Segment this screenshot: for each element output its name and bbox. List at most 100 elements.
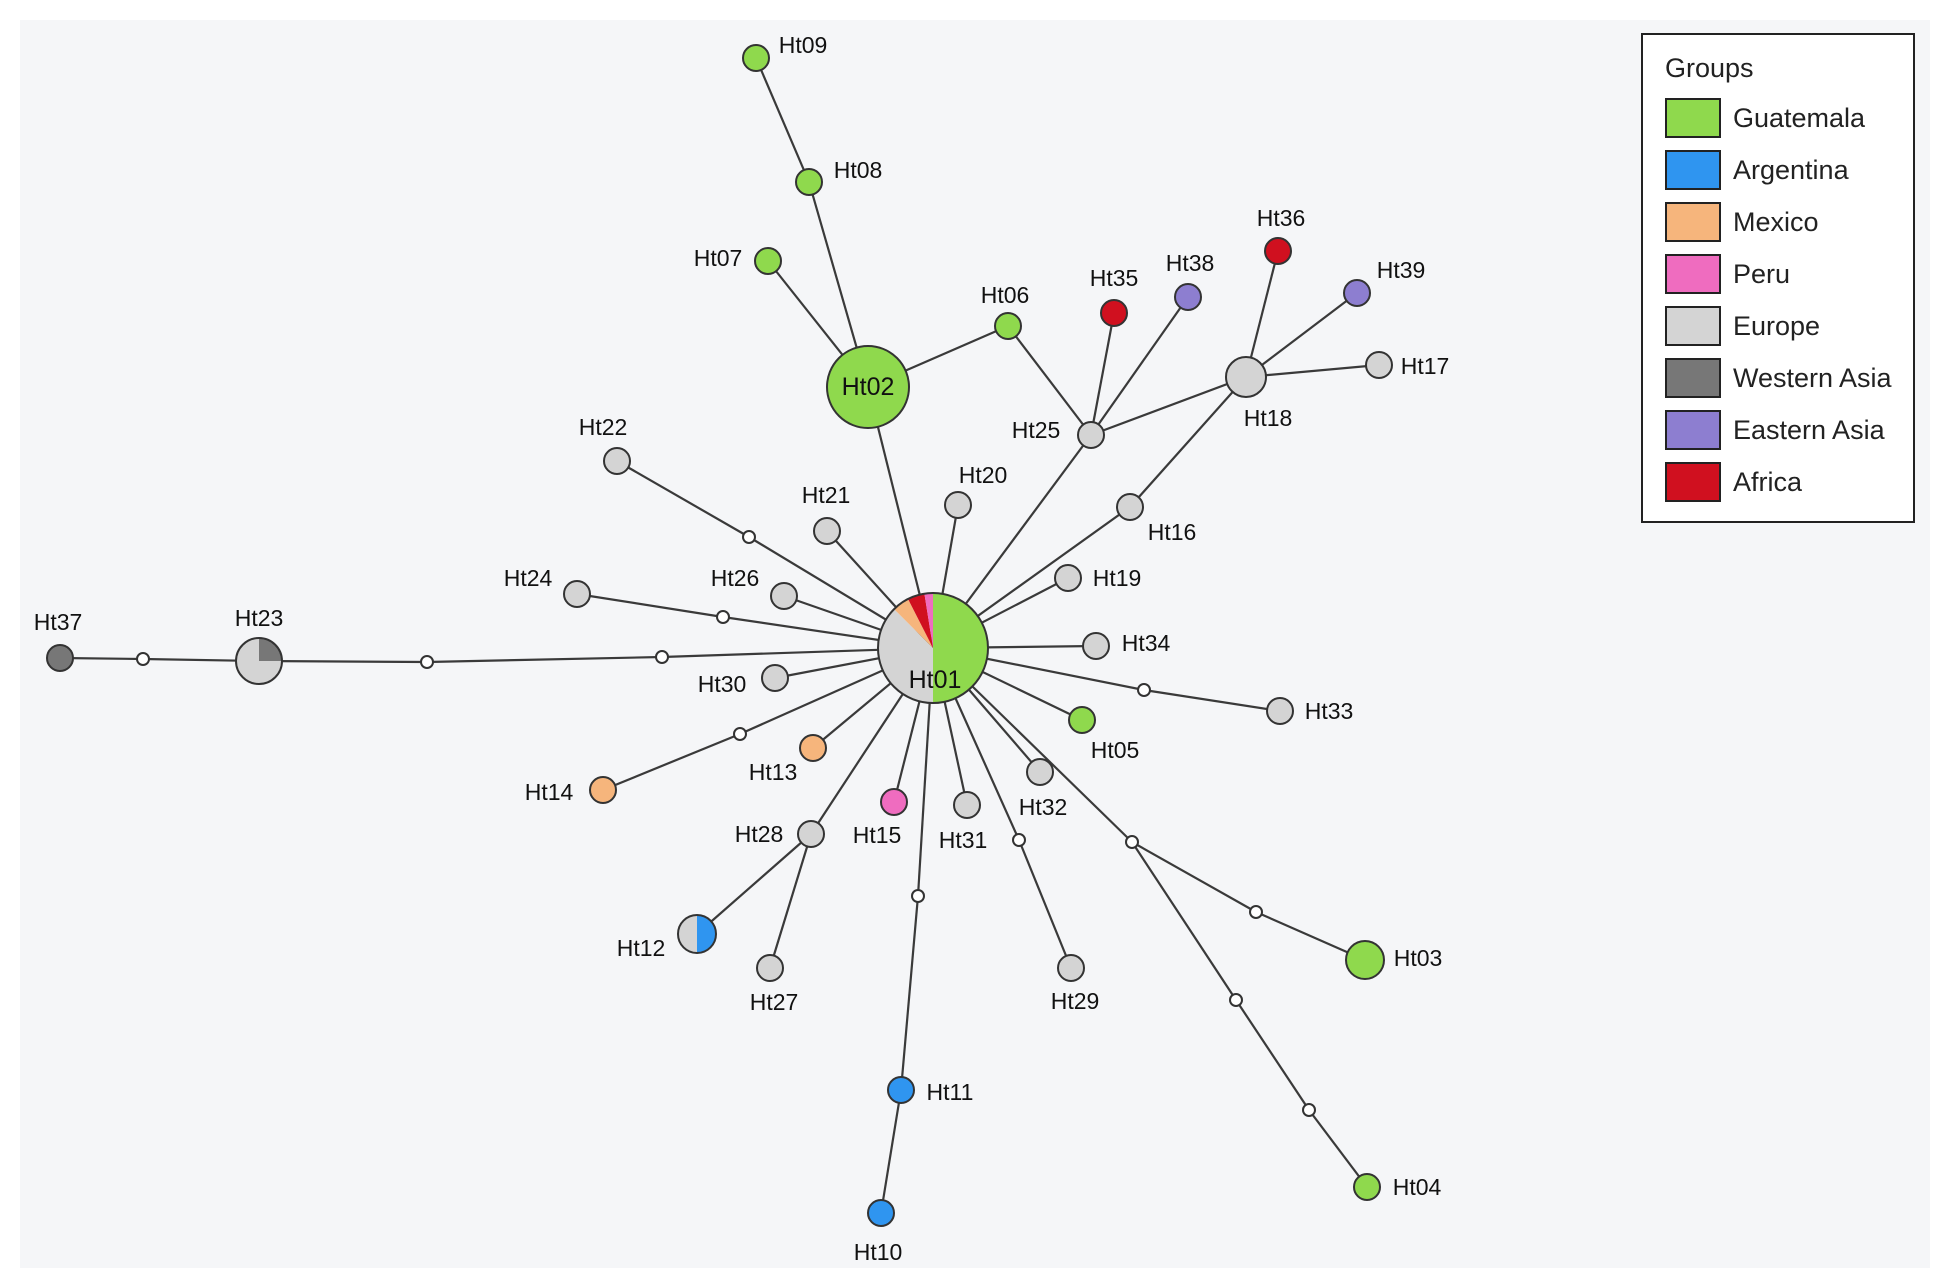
network-link xyxy=(1245,292,1358,378)
node-outline xyxy=(742,44,770,72)
node-outline xyxy=(677,914,717,954)
node-outline xyxy=(944,491,972,519)
node-outline xyxy=(1345,940,1385,980)
haplotype-node-ht03 xyxy=(1345,940,1385,980)
median-vector-node xyxy=(1229,993,1243,1007)
legend-label-western-asia: Western Asia xyxy=(1733,362,1892,393)
haplotype-node-ht39 xyxy=(1343,279,1371,307)
haplotype-label-ht26: Ht26 xyxy=(711,565,760,591)
network-link xyxy=(426,655,663,664)
haplotype-label-ht38: Ht38 xyxy=(1166,250,1215,276)
network-link xyxy=(1089,312,1116,436)
haplotype-label-ht12: Ht12 xyxy=(617,935,666,961)
median-vector-node xyxy=(1249,905,1263,919)
haplotype-label-ht01: Ht01 xyxy=(909,666,962,694)
haplotype-node-ht17 xyxy=(1365,351,1393,379)
legend-label-argentina: Argentina xyxy=(1733,154,1849,185)
node-outline xyxy=(603,447,631,475)
legend-label-africa: Africa xyxy=(1733,466,1803,497)
legend-item-eastern-asia: Eastern Asia xyxy=(1665,409,1885,451)
haplotype-label-ht29: Ht29 xyxy=(1051,988,1100,1014)
network-link xyxy=(1090,375,1247,437)
node-outline xyxy=(1174,283,1202,311)
network-link xyxy=(616,460,750,538)
network-link xyxy=(1129,376,1247,508)
legend-item-western-asia: Western Asia xyxy=(1665,357,1892,399)
haplotype-label-ht36: Ht36 xyxy=(1257,205,1306,231)
node-fill xyxy=(881,789,907,815)
legend-item-peru: Peru xyxy=(1665,253,1790,295)
median-vector-node xyxy=(742,530,756,544)
node-fill xyxy=(1078,422,1104,448)
node-outline xyxy=(1353,1173,1381,1201)
nodes-layer xyxy=(46,44,1393,1227)
node-fill xyxy=(814,518,840,544)
node-fill xyxy=(47,645,73,671)
haplotype-node-ht26 xyxy=(770,582,798,610)
node-outline xyxy=(795,168,823,196)
legend: Groups Guatemala Argentina Mexico Peru E… xyxy=(1641,33,1915,523)
network-link xyxy=(1244,250,1280,378)
legend-swatch-guatemala xyxy=(1665,98,1721,138)
haplotype-node-ht02 xyxy=(826,345,910,429)
node-outline xyxy=(826,345,910,429)
haplotype-node-ht38 xyxy=(1174,283,1202,311)
node-fill xyxy=(1175,284,1201,310)
haplotype-label-ht27: Ht27 xyxy=(750,989,799,1015)
node-outline xyxy=(1026,758,1054,786)
node-outline xyxy=(1068,706,1096,734)
network-link xyxy=(1143,688,1281,713)
haplotype-label-ht20: Ht20 xyxy=(959,462,1008,488)
node-fill xyxy=(827,346,909,428)
haplotype-node-ht19 xyxy=(1054,564,1082,592)
node-fill xyxy=(1267,698,1293,724)
haplotype-label-ht16: Ht16 xyxy=(1148,519,1197,545)
haplotype-label-ht39: Ht39 xyxy=(1377,257,1426,283)
median-vector-node xyxy=(655,650,669,664)
node-outline xyxy=(1365,351,1393,379)
network-link xyxy=(1131,841,1257,913)
haplotype-label-ht33: Ht33 xyxy=(1305,698,1354,724)
node-outline xyxy=(46,644,74,672)
haplotype-label-ht05: Ht05 xyxy=(1091,737,1140,763)
node-outline xyxy=(1100,299,1128,327)
node-outline xyxy=(235,637,283,685)
haplotype-node-ht29 xyxy=(1057,954,1085,982)
haplotype-label-ht34: Ht34 xyxy=(1122,630,1171,656)
node-outline xyxy=(1116,493,1144,521)
haplotype-label-ht03: Ht03 xyxy=(1394,945,1443,971)
haplotype-label-ht24: Ht24 xyxy=(504,565,553,591)
network-link xyxy=(1308,1109,1368,1188)
legend-label-peru: Peru xyxy=(1733,258,1791,289)
node-outline xyxy=(1225,356,1267,398)
node-fill xyxy=(800,735,826,761)
legend-swatch-africa xyxy=(1665,462,1721,502)
median-vector-node xyxy=(1012,833,1026,847)
network-link xyxy=(576,592,724,619)
haplotype-label-ht28: Ht28 xyxy=(735,821,784,847)
node-fill xyxy=(1101,300,1127,326)
node-outline xyxy=(1057,954,1085,982)
haplotype-label-ht31: Ht31 xyxy=(939,827,988,853)
haplotype-node-ht36 xyxy=(1264,237,1292,265)
node-outline xyxy=(953,791,981,819)
haplotype-node-ht18 xyxy=(1225,356,1267,398)
pie-slice-guatemala xyxy=(933,593,988,703)
node-outline xyxy=(770,582,798,610)
node-fill xyxy=(604,448,630,474)
haplotype-label-ht11: Ht11 xyxy=(927,1079,974,1105)
node-fill xyxy=(757,955,783,981)
node-outline xyxy=(1343,279,1371,307)
haplotype-node-ht24 xyxy=(563,580,591,608)
network-link xyxy=(754,57,811,183)
node-fill xyxy=(1058,955,1084,981)
node-fill xyxy=(954,792,980,818)
haplotype-node-ht25 xyxy=(1077,421,1105,449)
haplotype-node-ht35 xyxy=(1100,299,1128,327)
haplotype-node-ht15 xyxy=(880,788,908,816)
node-outline xyxy=(880,788,908,816)
labels-layer: Ht01Ht02Ht03Ht04Ht05Ht06Ht07Ht08Ht09Ht10… xyxy=(34,32,1450,1265)
node-fill xyxy=(796,169,822,195)
node-fill xyxy=(798,821,824,847)
network-link xyxy=(1131,841,1237,1001)
